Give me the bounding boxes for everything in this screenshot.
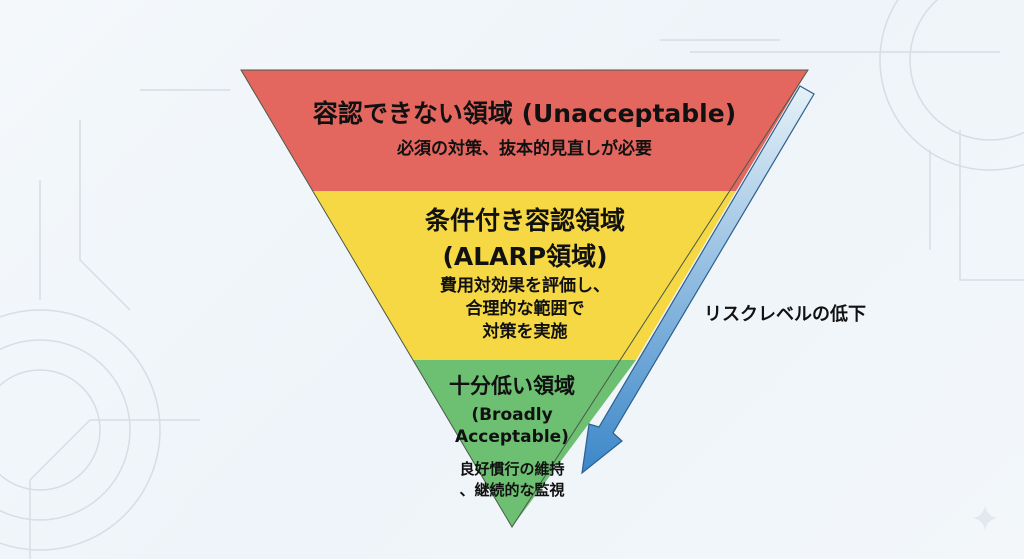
zone-alarp-desc: 費用対効果を評価し、 合理的な範囲で 対策を実施: [300, 275, 750, 344]
zone-broadly-english: (Broadly Acceptable): [412, 404, 612, 448]
sparkle-icon: [973, 506, 997, 530]
zone-alarp-title: 条件付き容認領域 (ALARP領域): [300, 203, 750, 275]
zone-alarp: [313, 191, 736, 360]
zone-unacceptable: [241, 70, 808, 191]
desc-line: 合理的な範囲で: [465, 299, 585, 319]
desc-line: 対策を実施: [482, 322, 568, 342]
arrow-label: リスクレベルの低下: [704, 304, 866, 325]
pyramid-outline: [240, 69, 809, 528]
risk-down-arrow: [581, 85, 815, 475]
zone-broadly-desc: 良好慣行の維持 、継続的な監視: [412, 459, 612, 501]
zone-unacceptable-title: 容認できない領域 (Unacceptable): [312, 99, 737, 128]
desc-line: 費用対効果を評価し、: [440, 276, 610, 296]
zone-alarp-title-line: 条件付き容認領域: [424, 206, 625, 235]
english-line: Acceptable): [455, 427, 569, 447]
desc-line: 良好慣行の維持: [459, 460, 565, 478]
zone-broadly-acceptable: [413, 360, 636, 527]
english-line: (Broadly: [471, 405, 553, 425]
zone-alarp-subtitle: (ALARP領域): [442, 242, 608, 271]
desc-line: 、継続的な監視: [459, 481, 565, 499]
zone-broadly-title: 十分低い領域: [449, 374, 575, 398]
zone-unacceptable-desc: 必須の対策、抜本的見直しが必要: [397, 139, 652, 159]
